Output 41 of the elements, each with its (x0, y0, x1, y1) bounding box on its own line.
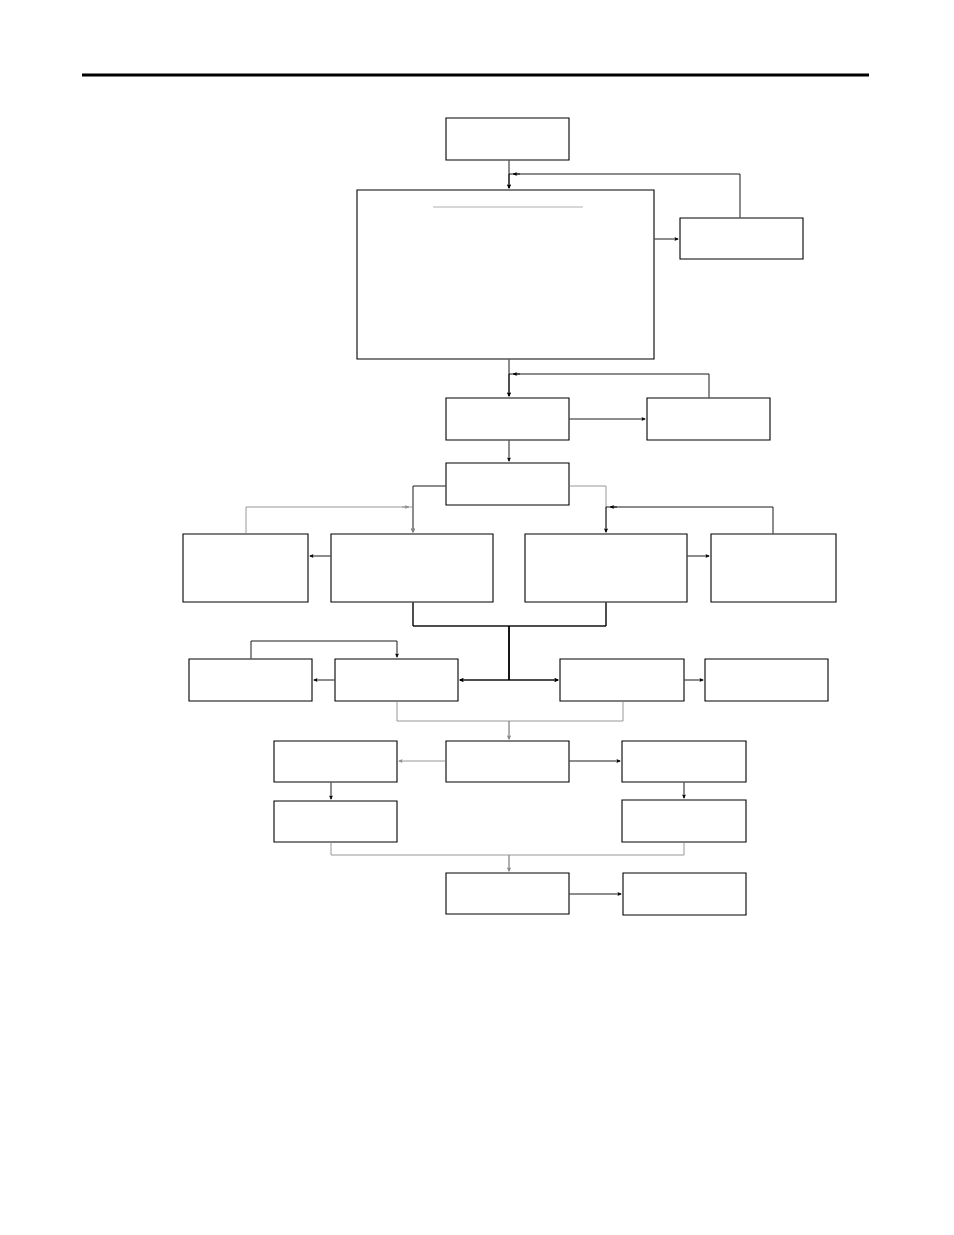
arrow (507, 701, 624, 740)
arrow (309, 554, 331, 558)
arrow (682, 782, 686, 799)
process-box (188, 658, 313, 702)
process-box (524, 533, 688, 603)
process-box (445, 117, 570, 161)
process-box (445, 872, 570, 915)
process-box (710, 533, 837, 603)
process-box (704, 658, 829, 702)
process-box (445, 462, 570, 506)
arrow (245, 505, 415, 534)
arrow (313, 678, 335, 682)
process-box (621, 799, 747, 843)
process-box (445, 397, 570, 441)
arrow (684, 678, 704, 682)
arrow (329, 782, 333, 800)
arrow (569, 759, 621, 763)
arrow (508, 602, 607, 682)
arrow (687, 554, 710, 558)
process-box (356, 189, 655, 360)
arrow (507, 440, 511, 462)
process-box (445, 740, 570, 783)
arrow (604, 505, 774, 534)
process-box (273, 740, 398, 783)
arrow (507, 172, 741, 218)
process-box (679, 217, 804, 260)
arrow (398, 759, 446, 763)
process-box (646, 397, 771, 441)
process-box (330, 533, 494, 603)
arrow (569, 417, 646, 421)
arrow (250, 640, 399, 659)
process-box (559, 658, 685, 702)
process-box (622, 872, 747, 916)
arrow (507, 842, 685, 872)
arrow (507, 372, 710, 398)
process-box (273, 800, 398, 843)
process-box (182, 533, 309, 603)
arrow (569, 892, 622, 896)
process-box (334, 658, 459, 702)
process-box (621, 740, 747, 783)
arrow (654, 237, 679, 241)
